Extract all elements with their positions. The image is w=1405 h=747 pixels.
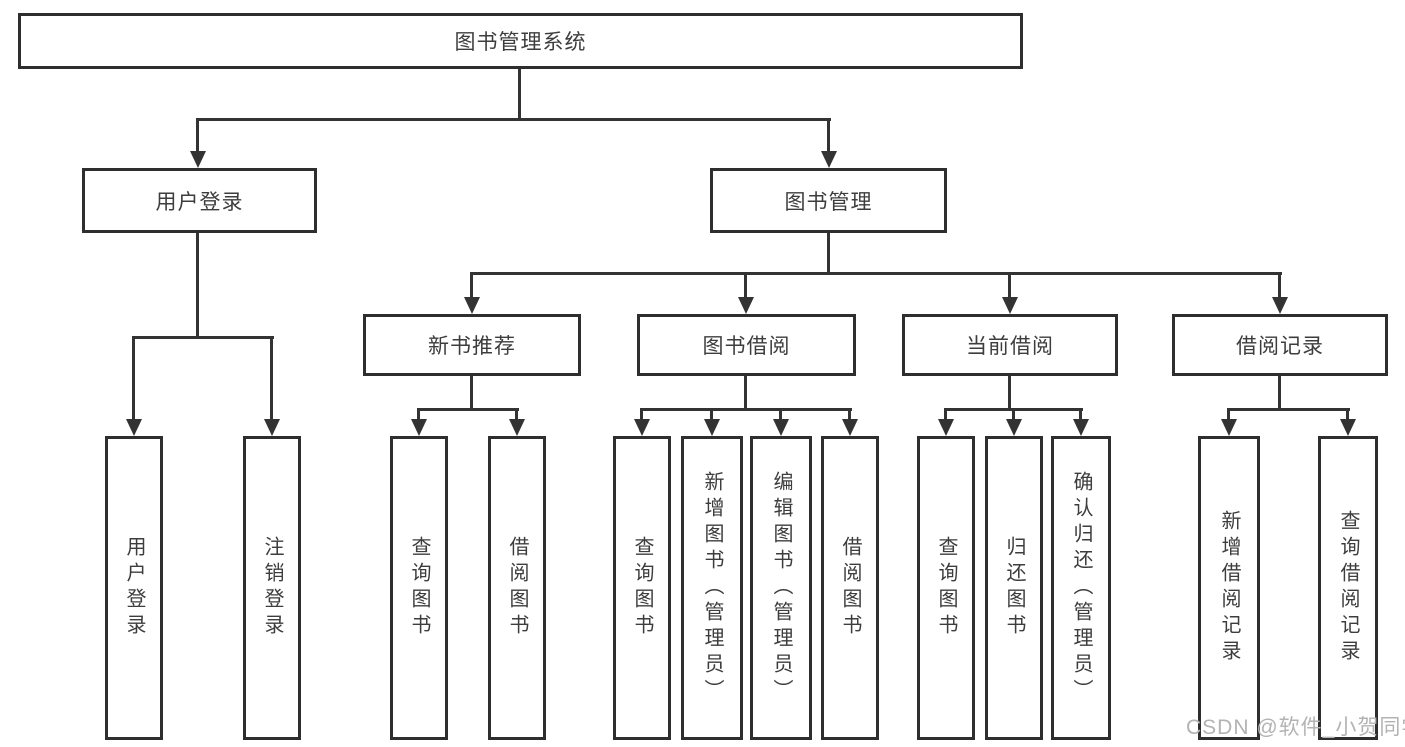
- connector-drop: [1012, 408, 1015, 422]
- arrow-down-icon: [509, 419, 525, 436]
- leaf-records-add-record: 新增借阅记录: [1198, 436, 1260, 740]
- leaf-recommend-borrow-book: 借阅图书: [488, 436, 546, 740]
- arrow-down-icon: [704, 419, 720, 436]
- leaf-recommend-query-book: 查询图书: [390, 436, 448, 740]
- connector-mgmt-stem: [827, 233, 830, 274]
- connector-drop: [944, 408, 947, 422]
- connector-drop: [827, 118, 830, 152]
- node-user-login: 用户登录: [82, 168, 317, 233]
- leaf-borrow-edit-book-admin: 编辑图书（管理员）: [750, 436, 812, 740]
- connector-stem: [1008, 376, 1011, 410]
- leaf-logout: 注销登录: [243, 436, 301, 740]
- arrow-down-icon: [1340, 419, 1356, 436]
- node-borrow-records: 借阅记录: [1172, 314, 1388, 376]
- arrow-down-icon: [1073, 419, 1089, 436]
- arrow-down-icon: [1221, 419, 1237, 436]
- watermark: CSDN @软件_小贺同学: [1186, 716, 1405, 739]
- arrow-down-icon: [842, 419, 858, 436]
- connector-drop: [417, 408, 420, 422]
- connector-drop: [1346, 408, 1349, 422]
- leaf-borrow-query-book: 查询图书: [613, 436, 671, 740]
- arrow-down-icon: [126, 419, 142, 436]
- connector-root-split: [196, 118, 831, 121]
- connector-stem: [744, 376, 747, 410]
- arrow-down-icon: [1272, 297, 1288, 314]
- arrow-down-icon: [1002, 297, 1018, 314]
- node-library-system: 图书管理系统: [18, 13, 1023, 69]
- arrow-down-icon: [411, 419, 427, 436]
- connector-drop: [270, 336, 273, 421]
- leaf-borrow-add-book-admin: 新增图书（管理员）: [681, 436, 743, 740]
- leaf-current-return-book: 归还图书: [985, 436, 1043, 740]
- connector-drop: [1008, 272, 1011, 299]
- connector-drop: [744, 272, 747, 299]
- arrow-down-icon: [1006, 419, 1022, 436]
- connector-drop: [1278, 272, 1281, 299]
- connector-root-stem: [518, 69, 521, 118]
- connector-drop: [779, 408, 782, 422]
- connector-stem: [1278, 376, 1281, 410]
- connector-user-split: [132, 336, 274, 339]
- connector-stem: [470, 376, 473, 410]
- leaf-records-query-record: 查询借阅记录: [1318, 436, 1378, 740]
- connector-drop: [470, 272, 473, 299]
- connector-split: [417, 408, 519, 411]
- connector-mgmt-split: [470, 272, 1282, 275]
- arrow-down-icon: [821, 151, 837, 168]
- node-book-borrow: 图书借阅: [637, 314, 856, 376]
- node-book-management: 图书管理: [710, 168, 947, 233]
- arrow-down-icon: [938, 419, 954, 436]
- connector-drop: [196, 118, 199, 152]
- connector-drop: [848, 408, 851, 422]
- node-new-book-recommend: 新书推荐: [363, 314, 581, 376]
- connector-drop: [640, 408, 643, 422]
- arrow-down-icon: [190, 151, 206, 168]
- arrow-down-icon: [464, 297, 480, 314]
- leaf-borrow-borrow-book: 借阅图书: [821, 436, 879, 740]
- leaf-current-query-book: 查询图书: [917, 436, 975, 740]
- arrow-down-icon: [738, 297, 754, 314]
- node-current-borrow: 当前借阅: [902, 314, 1118, 376]
- connector-drop: [1079, 408, 1082, 422]
- connector-split: [1227, 408, 1350, 411]
- arrow-down-icon: [264, 419, 280, 436]
- connector-drop: [515, 408, 518, 422]
- arrow-down-icon: [773, 419, 789, 436]
- leaf-user-login: 用户登录: [105, 436, 163, 740]
- connector-user-stem: [196, 233, 199, 337]
- connector-drop: [1227, 408, 1230, 422]
- connector-drop: [710, 408, 713, 422]
- arrow-down-icon: [634, 419, 650, 436]
- connector-split: [640, 408, 852, 411]
- connector-drop: [132, 336, 135, 421]
- leaf-current-confirm-return-admin: 确认归还（管理员）: [1051, 436, 1111, 740]
